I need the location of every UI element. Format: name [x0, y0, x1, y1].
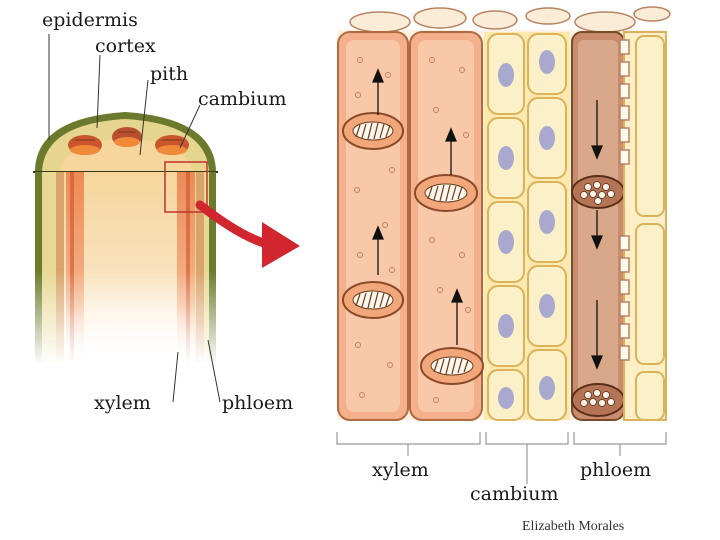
tissue-magnified — [337, 6, 671, 421]
credit: Elizabeth Morales — [522, 519, 624, 534]
vascular-bundle — [112, 127, 142, 147]
pits — [354, 57, 471, 403]
companion-cells — [619, 31, 667, 421]
zoom-box — [164, 161, 208, 213]
phloem-sieve-tube — [571, 31, 625, 421]
xylem-vessel — [337, 31, 409, 421]
label-cortex: cortex — [95, 35, 156, 57]
phloem-strip — [196, 172, 204, 362]
sieve-plate — [580, 181, 615, 407]
label-xylem-left: xylem — [94, 392, 151, 414]
xylem-vessel — [409, 31, 484, 421]
leader-lines — [48, 34, 221, 403]
vascular-bundle — [68, 135, 102, 155]
label-xylem-right: xylem — [372, 459, 429, 481]
region-brackets — [336, 432, 667, 484]
cambium-cells — [484, 32, 570, 421]
label-pith: pith — [150, 63, 188, 85]
label-cambium-top: cambium — [198, 88, 286, 110]
label-cambium-right: cambium — [470, 483, 558, 505]
stem-section — [30, 112, 225, 365]
phloem-strip — [56, 172, 64, 362]
vascular-bundle — [155, 135, 189, 155]
zoom-arrow — [195, 200, 300, 268]
label-epidermis: epidermis — [42, 9, 138, 31]
flow-arrows-up — [372, 68, 463, 345]
nucleus — [498, 50, 555, 409]
label-phloem-left: phloem — [222, 392, 293, 414]
labels: epidermis cortex pith cambium xylem phlo… — [42, 9, 651, 534]
label-phloem-right: phloem — [580, 459, 651, 481]
flow-arrows-down — [591, 100, 603, 370]
